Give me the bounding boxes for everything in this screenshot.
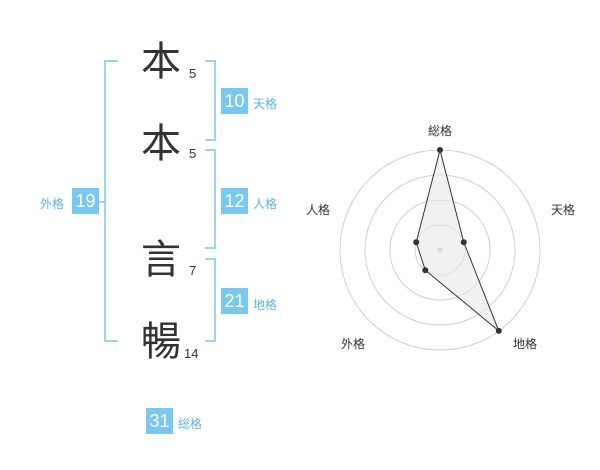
radar-point-5	[413, 239, 420, 246]
jinkaku-bracket	[205, 149, 216, 249]
radar-polygon	[415, 149, 500, 332]
radar-axis-label-chikaku: 地格	[512, 337, 537, 351]
soukaku-label: 総格	[178, 417, 203, 431]
stroke-count-2: 5	[189, 146, 197, 161]
radar-point-4	[422, 267, 429, 274]
soukaku-value-box: 31	[146, 408, 173, 434]
tenkaku-value-box: 10	[221, 88, 248, 114]
chikaku-value-box: 21	[221, 288, 248, 314]
name-char-3: 言	[141, 237, 181, 283]
radar-axis-label-tenkaku: 天格	[550, 203, 575, 217]
radar-point-2	[460, 239, 467, 246]
radar-point-3	[495, 327, 502, 334]
name-char-2: 本	[141, 121, 181, 167]
gaikaku-bracket	[104, 60, 118, 342]
name-char-4: 暢	[141, 319, 181, 365]
stroke-count-3: 7	[189, 263, 197, 278]
jinkaku-label: 人格	[253, 197, 278, 211]
radar-point-1	[437, 147, 443, 153]
stroke-count-1: 5	[189, 66, 197, 81]
jinkaku-value-box: 12	[221, 188, 248, 214]
tenkaku-bracket	[205, 60, 216, 141]
radar-axis-label-soukaku: 総格	[427, 124, 452, 138]
stroke-count-4: 14	[184, 346, 199, 361]
radar-axis-label-gaikaku: 外格	[340, 337, 365, 351]
gaikaku-label: 外格	[40, 197, 65, 211]
name-char-1: 本	[141, 39, 181, 85]
gaikaku-value-box: 19	[72, 188, 99, 214]
chikaku-label: 地格	[253, 298, 278, 312]
radar-chart	[339, 147, 541, 351]
chikaku-bracket	[205, 258, 216, 342]
radar-axis-label-jinkaku: 人格	[305, 203, 330, 217]
tenkaku-label: 天格	[253, 97, 278, 111]
